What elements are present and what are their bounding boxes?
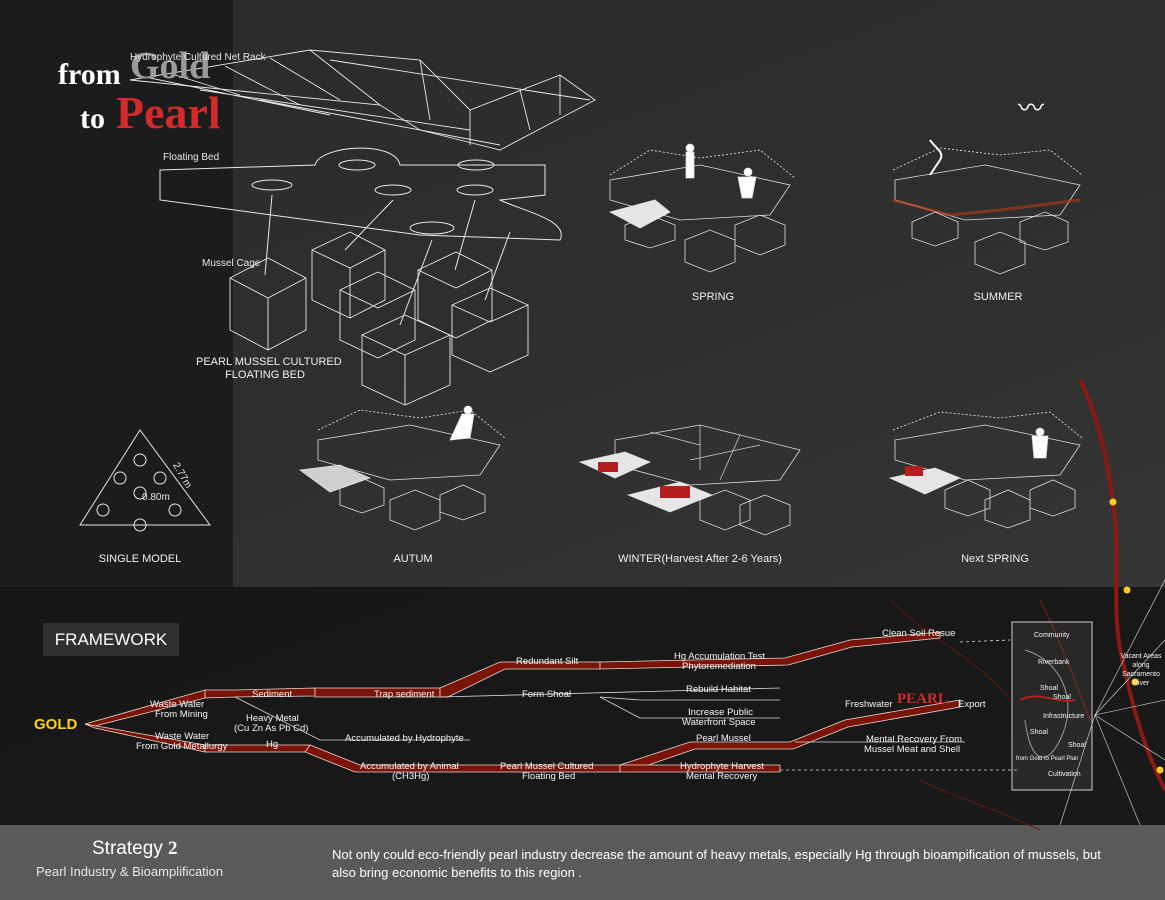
node-ww-mining-1: Waste Water [150,699,205,710]
floating-bed-label: Floating Bed [163,152,220,163]
node-heavy-metal-1: Heavy Metal [246,713,299,724]
node-redundant-silt: Redundant Silt [516,656,579,667]
floating-bed-drawing [159,147,562,326]
bird-icon: 〰 [1018,93,1045,123]
title-from: from [58,58,121,91]
season-winter-drawing [578,424,801,536]
panel-infrastructure: Infrastructure [1043,713,1085,720]
vacant-areas-label: Vacant Areas along Sacramento River [1120,653,1162,687]
node-public-1: Increase Public [688,707,753,718]
node-trap-sediment: Trap sediment [374,689,435,700]
title-to: to [80,102,105,135]
caption-single-model: SINGLE MODEL [98,553,182,565]
node-acc-animal-1: Accumulated by Animal [360,761,459,772]
caption-spring: SPRING [691,291,735,303]
node-ww-metal-2: From Gold Metallurgy [136,741,228,752]
node-acc-animal-2: (CH3Hg) [392,771,430,782]
node-hg-test-1: Hg Accumulation Test [674,651,766,662]
caption-next-spring: Next SPRING [961,553,1029,565]
strategy-word: Strategy [92,838,163,859]
node-acc-hydrophyte: Accumulated by Hydrophyte [345,733,464,744]
node-public-2: Waterfront Space [682,717,756,728]
framework-source-gold: GOLD [34,716,78,733]
main-caption-1: PEARL MUSSEL CULTURED [196,356,342,368]
panel-shoal-1: Shoal [1040,685,1058,692]
node-pmcfb-2: Floating Bed [522,771,576,782]
strategy-title: Strategy 2 [92,838,178,860]
panel-community: Community [1034,632,1070,639]
node-hydro-harvest-2: Mental Recovery [686,771,758,782]
node-hg: Hg [266,739,279,750]
node-form-shoal: Form Shoal [522,689,572,700]
node-ww-mining-2: From Mining [155,709,208,720]
node-mental-2: Mussel Meat and Shell [864,744,961,755]
mussel-cages-drawing [229,231,529,406]
node-mental-1: Mental Recovery From [866,734,963,745]
title-pearl: Pearl [116,87,221,138]
framework-band [0,587,1165,825]
node-pearl: PEARL [897,691,948,707]
panel-shoal-4: Shoal [1068,742,1086,749]
season-spring-drawing [608,143,796,273]
panel-shoal-2: Shoal [1053,694,1071,701]
caption-summer: SUMMER [973,291,1023,303]
panel-plan: from Gold to Pearl Plan [1016,756,1079,762]
node-freshwater: Freshwater [845,699,893,710]
strategy-number: 2 [168,838,178,859]
node-clean-soil: Clean Soil Resue [882,628,956,639]
node-heavy-metal-2: (Cu Zn As Pb Cd) [234,723,309,734]
river-map [889,379,1165,831]
mussel-cage-label: Mussel Cage [202,258,261,269]
framework-lines [234,639,1020,771]
net-rack-label: Hydrophyte Cultured Net Rack [130,52,266,63]
panel-riverbank: Riverbank [1038,659,1070,666]
node-hydro-harvest-1: Hydrophyte Harvest [680,761,764,772]
plan-panel [1011,621,1093,791]
node-sediment: Sediment [252,689,293,700]
net-rack-drawing [129,49,596,151]
node-hg-test-2: Phytoremediation [682,661,756,672]
node-export: Export [958,699,986,710]
single-model-drawing [79,429,211,532]
dim-circle: 0.80m [142,492,170,503]
main-caption-2: FLOATING BED [225,369,305,381]
left-dark-band [0,0,233,590]
panel-shoal-3: Shoal [1030,729,1048,736]
node-ww-metal-1: Waste Water [155,731,210,742]
panel-cultivation: Cultivation [1048,771,1081,778]
node-pmcfb-1: Pearl Mussel Cultured [500,761,594,772]
season-summer-drawing [892,139,1083,275]
title-gold: Gold [130,45,211,87]
strategy-subtitle: Pearl Industry & Bioamplification [36,864,224,879]
node-rebuild-habitat: Rebuild Habitat [686,684,751,695]
season-autum-drawing [298,405,506,531]
caption-autum: AUTUM [393,553,433,565]
season-next-spring-drawing [888,411,1083,529]
strategy-description: Not only could eco-friendly pearl indust… [332,847,1101,880]
caption-winter: WINTER(Harvest After 2-6 Years) [618,553,782,565]
node-pearl-mussel: Pearl Mussel [696,733,751,744]
footer-bar [0,825,1165,900]
framework-title: FRAMEWORK [43,623,179,656]
